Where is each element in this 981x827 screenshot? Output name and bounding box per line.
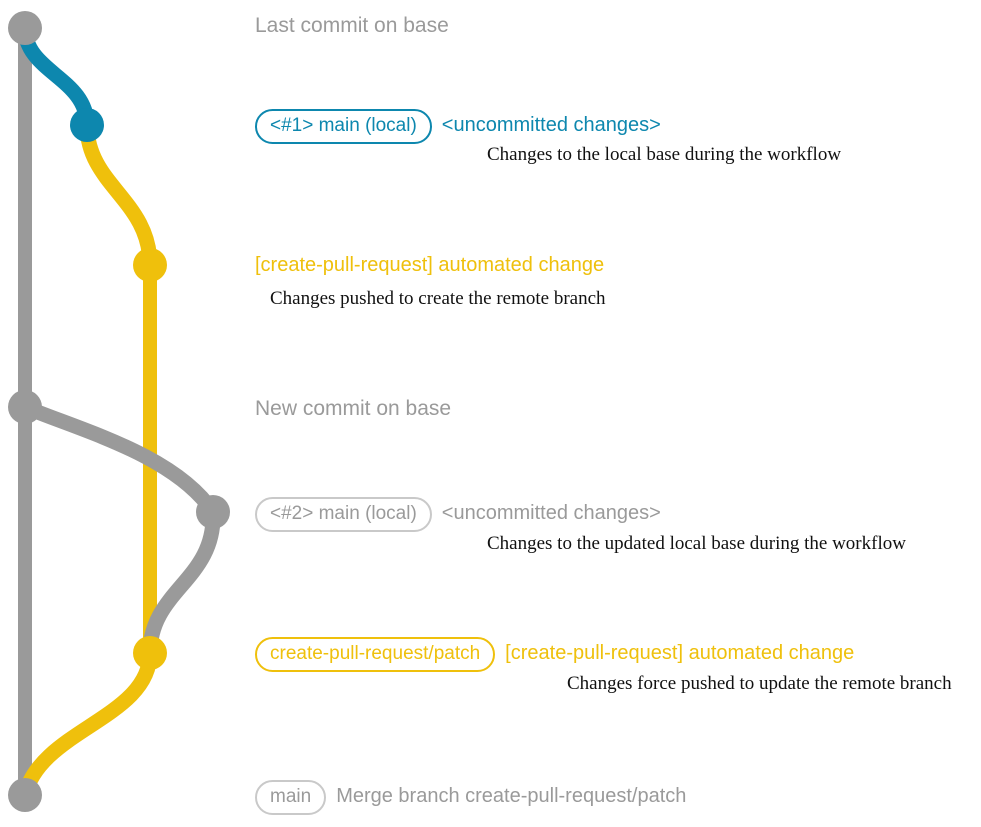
commit-subject-remote-1: [create-pull-request] automated change (255, 254, 605, 276)
commit-node-local-2[interactable] (196, 495, 230, 529)
row-remote-commit-2: create-pull-request/patch [create-pull-r… (255, 637, 854, 672)
row-local-commit-1: <#1> main (local) <uncommitted changes> (255, 109, 661, 144)
branch-pill-local-1[interactable]: <#1> main (local) (255, 109, 432, 144)
commit-node-base-head[interactable] (8, 11, 42, 45)
commit-node-local-1[interactable] (70, 108, 104, 142)
commit-node-remote-1[interactable] (133, 248, 167, 282)
commit-subject-local-1: <uncommitted changes> (441, 114, 661, 136)
edge-base-to-local1 (17, 20, 95, 133)
edge-remote2-to-merge (17, 645, 158, 803)
branch-pill-local-2[interactable]: <#2> main (local) (255, 497, 432, 532)
commit-description-remote-1: Changes pushed to create the remote bran… (270, 288, 606, 309)
row-remote-commit-1: [create-pull-request] automated change (255, 254, 604, 277)
commit-description-local-1: Changes to the local base during the wor… (487, 144, 842, 165)
commit-subject-remote-2: [create-pull-request] automated change (505, 642, 855, 664)
last-commit-on-base-label: Last commit on base (255, 14, 449, 37)
commit-node-base-new[interactable] (8, 390, 42, 424)
commit-node-remote-2[interactable] (133, 636, 167, 670)
commit-description-local-2: Changes to the updated local base during… (487, 533, 906, 554)
row-merge-commit: main Merge branch create-pull-request/pa… (255, 780, 686, 815)
edge-local2-to-remote2 (142, 504, 221, 661)
commit-subject-local-2: <uncommitted changes> (441, 502, 661, 524)
edge-local1-to-remote1 (79, 117, 158, 273)
commit-description-remote-2: Changes force pushed to update the remot… (567, 673, 952, 694)
branch-pill-main[interactable]: main (255, 780, 327, 815)
branch-pill-remote-2[interactable]: create-pull-request/patch (255, 637, 496, 672)
row-local-commit-2: <#2> main (local) <uncommitted changes> (255, 497, 661, 532)
row-last-commit-on-base: Last commit on base (255, 14, 449, 38)
new-commit-on-base-label: New commit on base (255, 397, 452, 420)
row-new-commit-on-base: New commit on base (255, 397, 451, 421)
commit-node-base-merge[interactable] (8, 778, 42, 812)
commit-subject-merge: Merge branch create-pull-request/patch (336, 785, 687, 807)
edge-basenew-to-local2 (17, 399, 221, 520)
